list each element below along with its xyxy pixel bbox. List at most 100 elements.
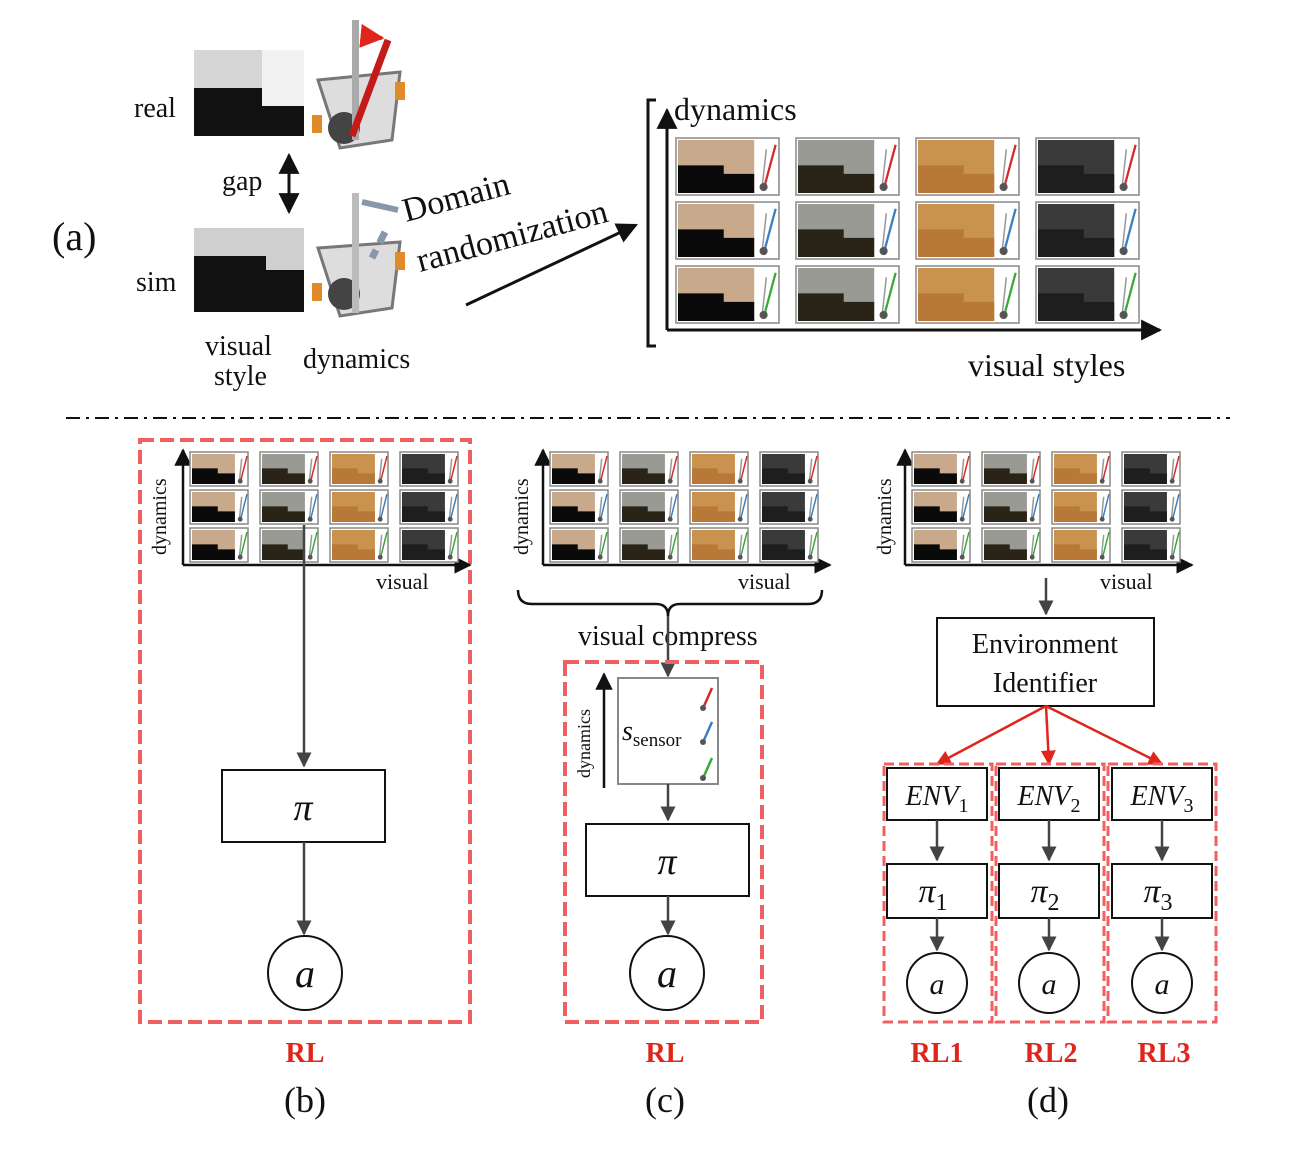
policy-box-d-3 bbox=[1111, 863, 1213, 919]
rl-label-c: RL bbox=[646, 1038, 685, 1069]
policy-d-3: π3 bbox=[1143, 873, 1172, 916]
rl-box-c bbox=[563, 660, 764, 1024]
env-box-1 bbox=[886, 767, 988, 821]
action-c: a bbox=[657, 951, 677, 996]
env-label-2: ENV2 bbox=[1017, 781, 1081, 817]
rl-label-d-1: RL1 bbox=[911, 1038, 964, 1069]
grid-ylabel: dynamics bbox=[674, 91, 797, 127]
env-box-2 bbox=[998, 767, 1100, 821]
thumbnail-cell bbox=[1121, 489, 1181, 525]
thumbnail-grid-d bbox=[911, 451, 1181, 563]
thumbnail-cell bbox=[759, 489, 819, 525]
thumbnail-cell bbox=[675, 265, 780, 324]
grid-xlabel: visual styles bbox=[968, 347, 1125, 383]
sensor-state: ssensor bbox=[622, 716, 682, 751]
panel-b: dynamics visual π a RL (b) bbox=[138, 438, 472, 1120]
panel-c: dynamics visual visual compress dynamics… bbox=[511, 448, 832, 1120]
grid-d-ylabel: dynamics bbox=[874, 478, 896, 555]
action-node-d-1 bbox=[906, 952, 968, 1014]
thumbnail-cell bbox=[915, 137, 1020, 196]
panel-c-label: (c) bbox=[645, 1080, 685, 1120]
thumbnail-grid-c bbox=[549, 451, 819, 563]
robot-real bbox=[312, 20, 405, 150]
panel-a-label: (a) bbox=[52, 214, 96, 259]
thumbnail-cell bbox=[259, 489, 319, 525]
panel-b-label: (b) bbox=[284, 1080, 326, 1120]
dynamics-label: dynamics bbox=[303, 344, 410, 375]
env-identifier-box bbox=[936, 617, 1155, 707]
robot-sim bbox=[312, 193, 405, 318]
thumbnail-cell bbox=[189, 527, 249, 563]
thumbnail-cell bbox=[1051, 527, 1111, 563]
grid-bracket bbox=[646, 98, 656, 348]
grid-c-xlabel: visual bbox=[738, 569, 791, 594]
action-d-2: a bbox=[1042, 968, 1057, 1001]
sensor-ylabel: dynamics bbox=[574, 709, 594, 778]
thumbnail-cell bbox=[1121, 451, 1181, 487]
thumbnail-cell bbox=[549, 527, 609, 563]
thumbnail-grid-b bbox=[189, 451, 459, 563]
sensor-dynamics-icons bbox=[700, 687, 714, 781]
env-identifier-line2: Identifier bbox=[993, 668, 1098, 699]
env-label-3: ENV3 bbox=[1130, 781, 1194, 817]
thumbnail-cell bbox=[915, 201, 1020, 260]
policy-d-2: π2 bbox=[1030, 873, 1059, 916]
thumbnail-cell bbox=[981, 489, 1041, 525]
panel-d-label: (d) bbox=[1027, 1080, 1069, 1120]
sensor-box bbox=[617, 677, 719, 785]
rl-box-d-1 bbox=[882, 762, 994, 1024]
thumbnail-cell bbox=[619, 451, 679, 487]
thumbnail-cell bbox=[619, 527, 679, 563]
thumbnail-grid-a bbox=[675, 137, 1140, 324]
action-d-3: a bbox=[1155, 968, 1170, 1001]
thumbnail-cell bbox=[981, 527, 1041, 563]
thumbnail-cell bbox=[759, 451, 819, 487]
thumbnail-cell bbox=[915, 265, 1020, 324]
grid-c-ylabel: dynamics bbox=[511, 478, 533, 555]
policy-box-d-2 bbox=[998, 863, 1100, 919]
row-label-sim: sim bbox=[136, 267, 177, 298]
thumbnail-cell bbox=[259, 527, 319, 563]
thumbnail-cell bbox=[1035, 201, 1140, 260]
policy-c: π bbox=[657, 841, 677, 883]
thumbnail-cell bbox=[329, 527, 389, 563]
dr-arrow bbox=[465, 223, 638, 307]
rl-label-b: RL bbox=[286, 1038, 325, 1069]
thumbnail-cell bbox=[1035, 137, 1140, 196]
thumbnail-cell bbox=[1121, 527, 1181, 563]
thumbnail-cell bbox=[259, 451, 319, 487]
thumbnail-cell bbox=[189, 451, 249, 487]
gap-label: gap bbox=[222, 166, 262, 197]
thumbnail-cell bbox=[689, 527, 749, 563]
thumbnail-cell bbox=[759, 527, 819, 563]
row-label-real: real bbox=[134, 93, 176, 124]
action-node-b bbox=[267, 935, 343, 1011]
rl-label-d-3: RL3 bbox=[1138, 1038, 1191, 1069]
grid-b-ylabel: dynamics bbox=[149, 478, 171, 555]
env-label-1: ENV1 bbox=[905, 781, 969, 817]
thumbnail-cell bbox=[399, 451, 459, 487]
thumbnail-cell bbox=[399, 489, 459, 525]
thumbnail-cell bbox=[549, 451, 609, 487]
grid-d-xlabel: visual bbox=[1100, 569, 1153, 594]
thumbnail-cell bbox=[689, 451, 749, 487]
policy-box-d-1 bbox=[886, 863, 988, 919]
thumbnail-cell bbox=[1051, 451, 1111, 487]
thumbnail-cell bbox=[675, 201, 780, 260]
thumbnail-cell bbox=[911, 527, 971, 563]
identifier-arrow-2 bbox=[1040, 705, 1056, 766]
thumbnail-cell bbox=[1051, 489, 1111, 525]
action-d-1: a bbox=[930, 968, 945, 1001]
identifier-arrow-1 bbox=[935, 704, 1047, 766]
identifier-arrow-3 bbox=[1045, 704, 1164, 766]
thumbnail-cell bbox=[689, 489, 749, 525]
sensor-pole-2 bbox=[702, 721, 714, 741]
domain-label: Domain bbox=[398, 166, 513, 230]
rl-box-b bbox=[138, 438, 472, 1024]
policy-box-b bbox=[221, 769, 386, 843]
env-identifier-line1: Environment bbox=[972, 629, 1118, 660]
thumbnail-cell bbox=[911, 489, 971, 525]
policy-d-1: π1 bbox=[918, 873, 947, 916]
thumbnail-cell bbox=[795, 137, 900, 196]
